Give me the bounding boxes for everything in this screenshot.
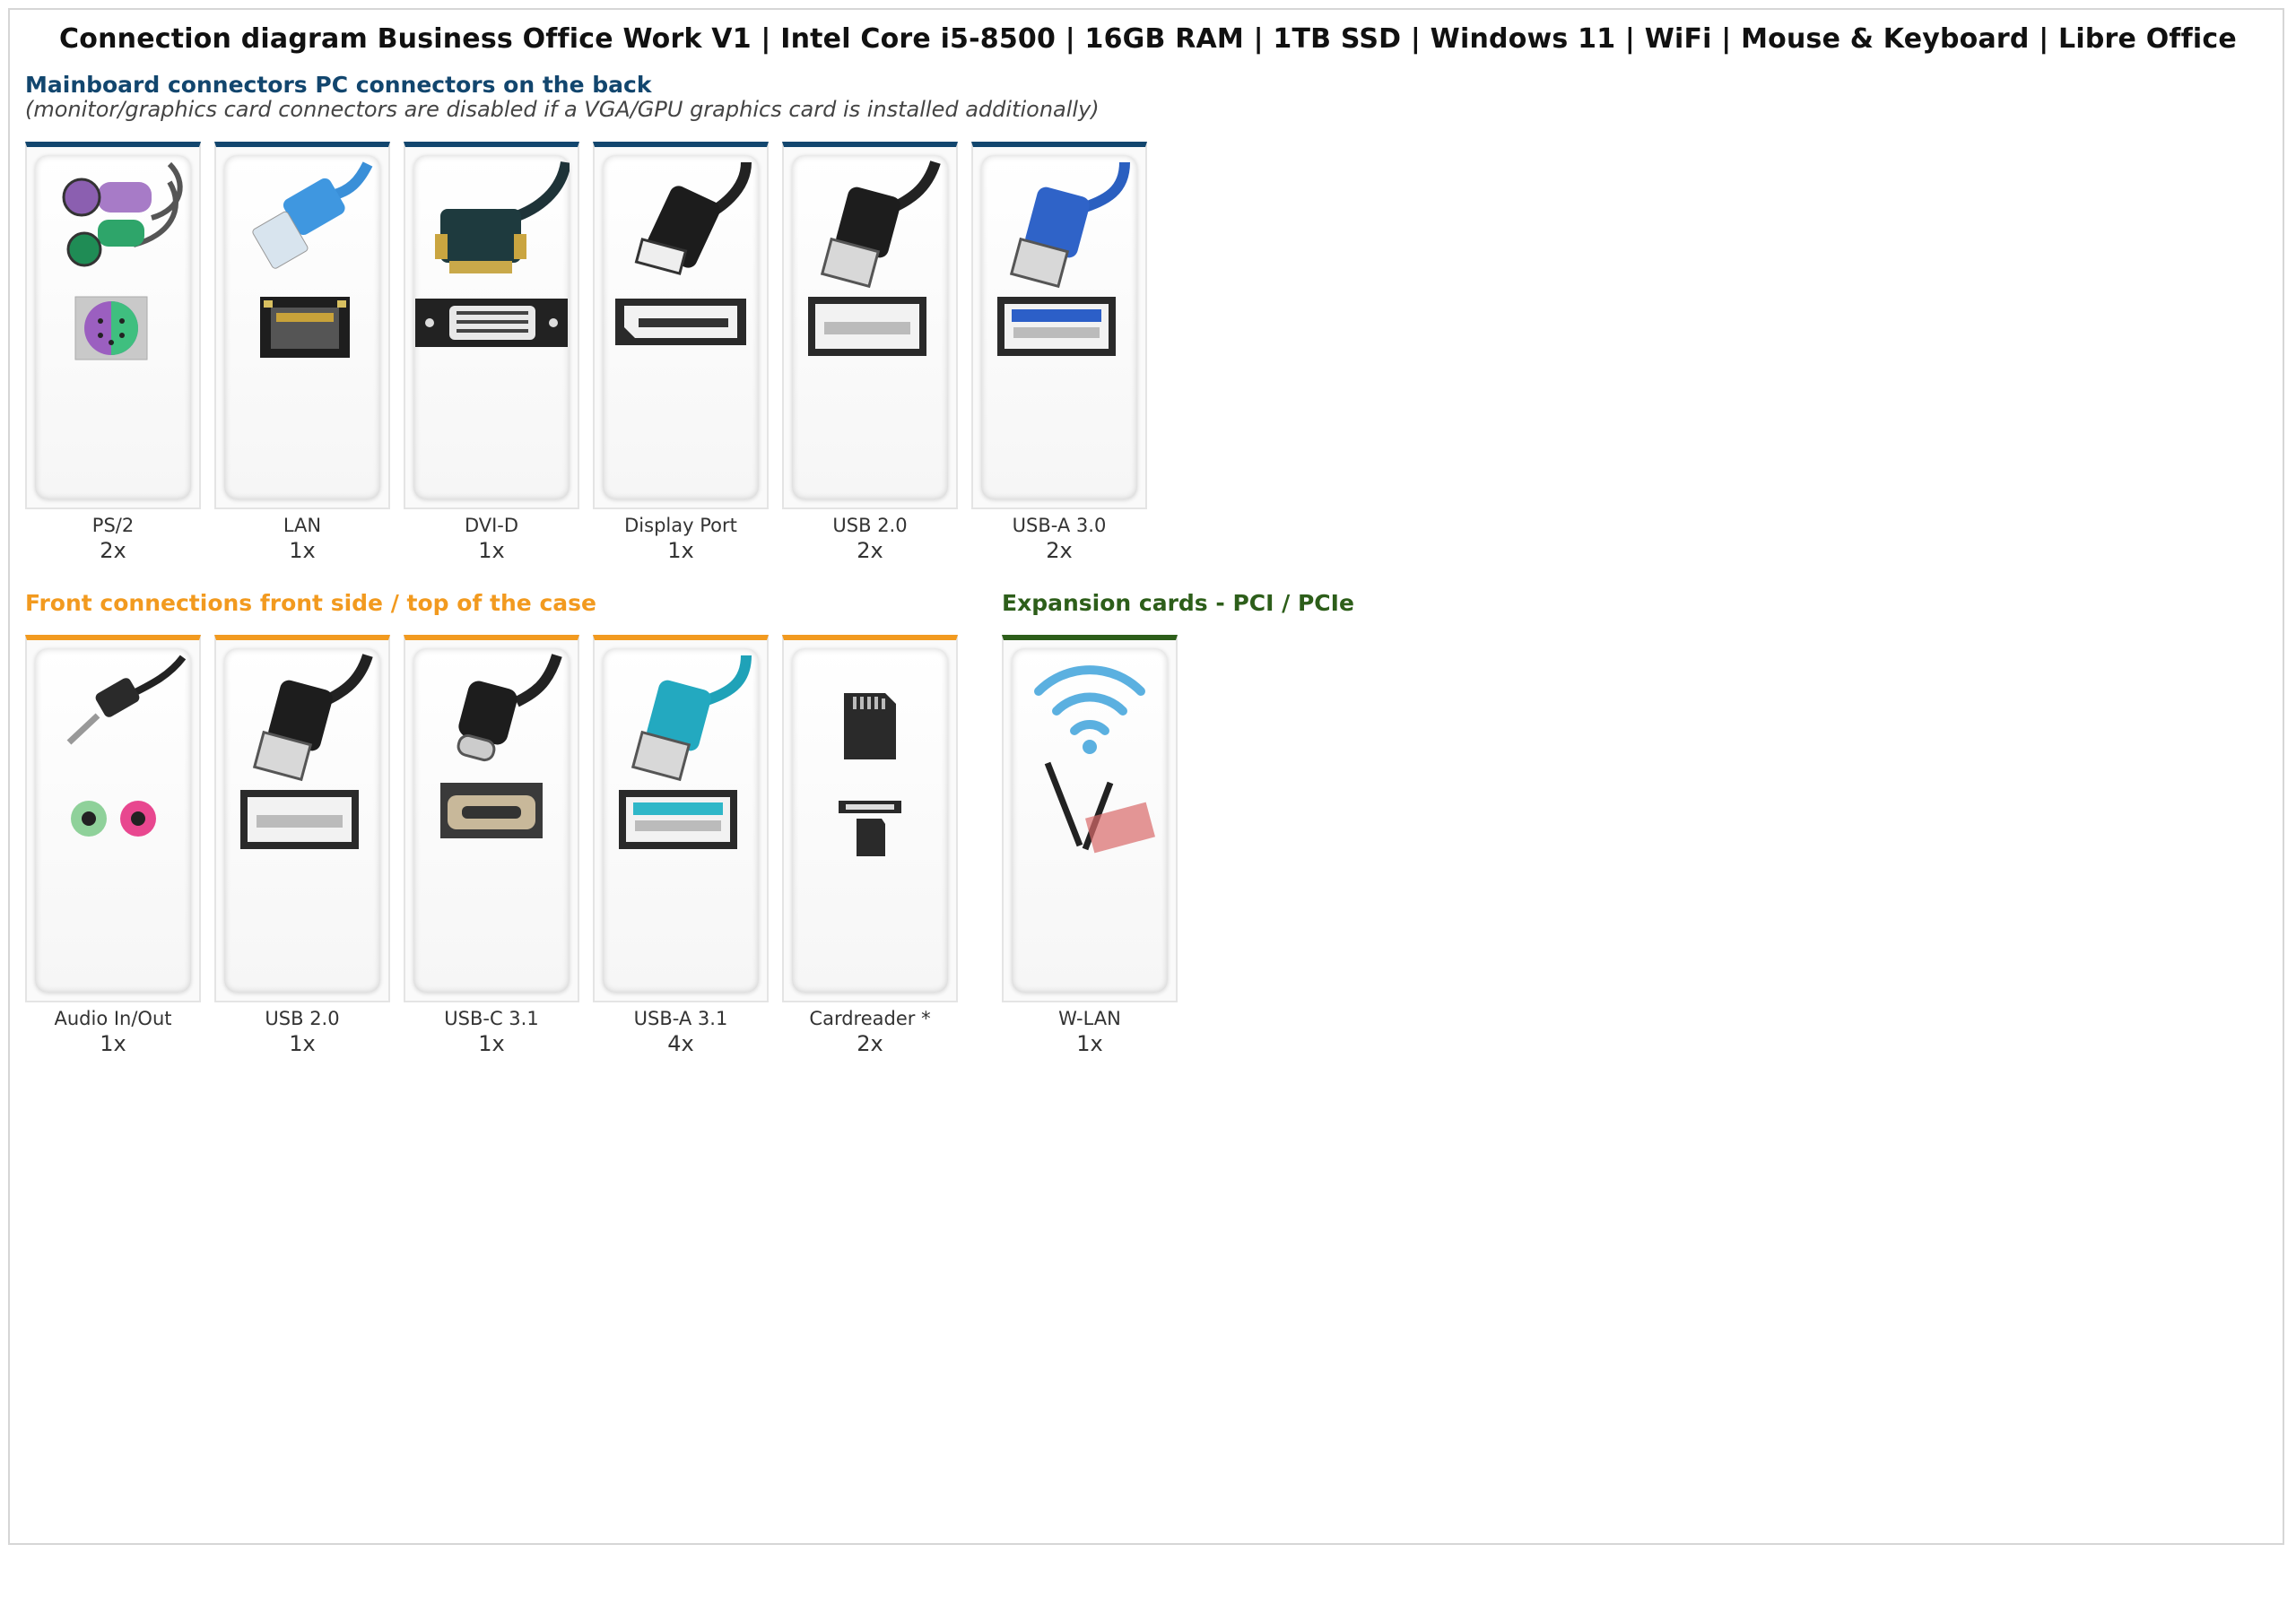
connector-card — [214, 142, 390, 509]
connector-item: USB-A 3.1 4x — [593, 635, 769, 1056]
connector-item: USB-A 3.0 2x — [971, 142, 1147, 563]
usb-3-connector-icon — [997, 161, 1130, 356]
diagram-frame — [8, 8, 2284, 1545]
connector-count: 1x — [478, 1031, 505, 1056]
card-reader-icon — [839, 693, 901, 856]
connector-count: 1x — [1076, 1031, 1103, 1056]
connector-label: Audio In/Out — [54, 1008, 172, 1029]
connector-item: PS/2 2x — [25, 142, 201, 563]
expansion-section-heading: Expansion cards - PCI / PCIe — [1002, 590, 1354, 616]
connector-label: PS/2 — [91, 515, 135, 536]
connector-count: 2x — [857, 538, 883, 563]
displayport-connector-icon — [615, 161, 752, 345]
connector-item: DVI-D 1x — [404, 142, 579, 563]
front-connector-row: Audio In/Out 1x USB 2.0 1x — [25, 635, 958, 1056]
connector-count: 1x — [289, 1031, 316, 1056]
usb-c-connector-icon — [440, 654, 562, 838]
back-section-note: (monitor/graphics card connectors are di… — [25, 97, 1100, 122]
connector-item: USB 2.0 1x — [214, 635, 390, 1056]
connector-card — [404, 142, 579, 509]
wifi-card-icon — [1034, 665, 1155, 854]
connector-count: 1x — [478, 538, 505, 563]
page-title: Connection diagram Business Office Work … — [59, 23, 2237, 55]
usb-2-connector-icon — [808, 160, 941, 356]
connector-count: 1x — [289, 538, 316, 563]
connector-item: USB-C 3.1 1x — [404, 635, 579, 1056]
connector-card — [971, 142, 1147, 509]
connector-card — [782, 142, 958, 509]
connector-label: W-LAN — [1058, 1008, 1121, 1029]
connector-label: DVI-D — [464, 515, 519, 536]
connector-card — [214, 635, 390, 1002]
expansion-card-row: W-LAN 1x — [1002, 635, 1178, 1056]
ps2-connector-icon — [62, 161, 183, 360]
connector-label: USB-C 3.1 — [444, 1008, 539, 1029]
connector-label: USB-A 3.0 — [1012, 515, 1107, 536]
connector-card — [25, 142, 201, 509]
connector-card — [593, 142, 769, 509]
back-connector-row: PS/2 2x LAN 1x — [25, 142, 1147, 563]
connector-card — [593, 635, 769, 1002]
connector-item: USB 2.0 2x — [782, 142, 958, 563]
connector-label: USB-A 3.1 — [633, 1008, 728, 1029]
connector-item: W-LAN 1x — [1002, 635, 1178, 1056]
connector-label: USB 2.0 — [265, 1008, 340, 1029]
connector-label: LAN — [283, 515, 322, 536]
connector-card — [782, 635, 958, 1002]
back-section-heading: Mainboard connectors PC connectors on th… — [25, 72, 652, 98]
connector-count: 2x — [857, 1031, 883, 1056]
connector-item: Display Port 1x — [593, 142, 769, 563]
connector-item: Audio In/Out 1x — [25, 635, 201, 1056]
connector-label: Display Port — [624, 515, 737, 536]
lan-connector-icon — [252, 161, 373, 358]
audio-jack-icon — [66, 655, 187, 837]
connector-item: Cardreader * 2x — [782, 635, 958, 1056]
connector-item: LAN 1x — [214, 142, 390, 563]
connector-count: 2x — [1046, 538, 1073, 563]
connector-count: 2x — [100, 538, 126, 563]
connector-count: 4x — [667, 1031, 694, 1056]
usb-2-connector-icon — [240, 653, 373, 849]
connector-card — [404, 635, 579, 1002]
connector-count: 1x — [100, 1031, 126, 1056]
connector-label: USB 2.0 — [832, 515, 908, 536]
usb-31-connector-icon — [619, 655, 752, 849]
front-section-heading: Front connections front side / top of th… — [25, 590, 596, 616]
connector-label: Cardreader * — [809, 1008, 931, 1029]
connector-card — [25, 635, 201, 1002]
connector-count: 1x — [667, 538, 694, 563]
dvi-connector-icon — [415, 160, 570, 347]
connector-card — [1002, 635, 1178, 1002]
